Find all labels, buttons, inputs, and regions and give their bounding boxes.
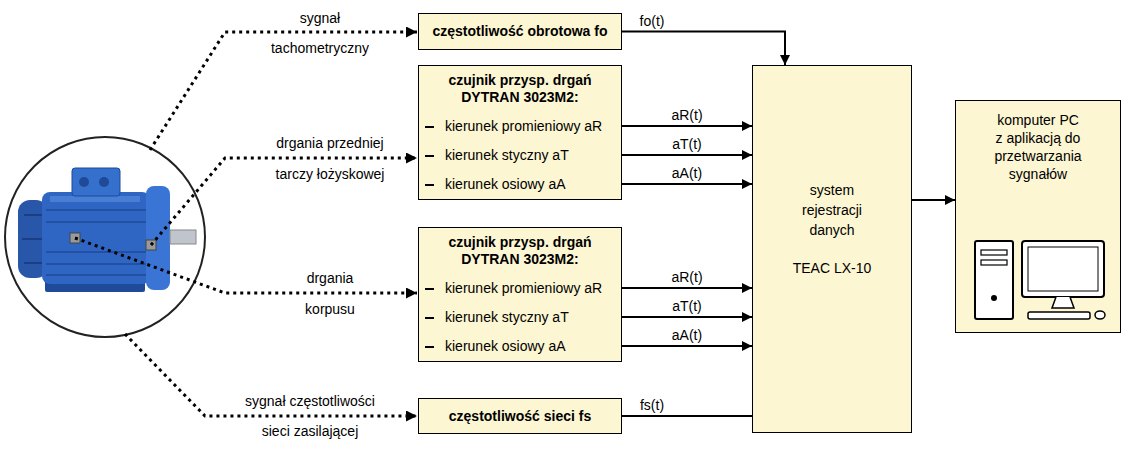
list-item: kierunek styczny aT <box>427 309 613 326</box>
dotted-leader <box>125 334 417 416</box>
signal-box: częstotliwość sieci fs <box>418 398 622 434</box>
signal-arrow <box>622 287 752 289</box>
list-dash <box>425 346 434 348</box>
signal-box: częstotliwość obrotowa fo <box>418 13 622 50</box>
cooling-fin <box>46 251 146 253</box>
signal-caption: korpusu <box>303 301 357 317</box>
signal-caption: sygnał częstotliwości <box>243 393 377 409</box>
computer-icon <box>970 236 1110 326</box>
list-item: kierunek osiowy aA <box>427 338 613 355</box>
signal-caption: drgania <box>305 270 356 286</box>
box-text: TEAC LX-10 <box>793 258 872 278</box>
power-button <box>991 295 997 301</box>
measurement-leaders <box>75 32 417 416</box>
monitor <box>1022 241 1104 297</box>
signal-name: aT(t) <box>670 298 704 314</box>
signal-name: aA(t) <box>670 165 704 181</box>
list-item: kierunek styczny aT <box>427 147 613 164</box>
recorder-box: system rejestracji danychTEAC LX-10 <box>752 65 912 433</box>
motor-frame-circle <box>5 137 205 337</box>
signal-caption: drgania przedniej <box>274 135 385 151</box>
signal-arrow <box>622 345 752 347</box>
keyboard <box>1028 312 1090 319</box>
fan-rib <box>24 262 44 264</box>
axis-text: kierunek promieniowy aR <box>445 118 602 134</box>
motor-shaft <box>170 230 196 244</box>
terminal-box <box>72 168 120 196</box>
dotted-leader <box>151 158 417 245</box>
signal-arrow <box>622 125 752 127</box>
axis-text: kierunek osiowy aA <box>445 338 566 354</box>
mouse <box>1095 311 1105 319</box>
axis-text: kierunek promieniowy aR <box>445 280 602 296</box>
axis-text: kierunek osiowy aA <box>445 176 566 192</box>
sensor-box: czujnik przysp. drgań DYTRAN 3023M2: kier… <box>418 65 622 200</box>
list-dash <box>425 126 434 128</box>
list-dash <box>425 184 434 186</box>
dotted-leader <box>75 238 417 293</box>
box-title: system rejestracji danych <box>785 180 880 240</box>
signal-arrow <box>622 316 752 318</box>
signal-arrow <box>622 32 785 66</box>
list-dash <box>425 317 434 319</box>
box-title: częstotliwość obrotowa fo <box>432 23 607 40</box>
list-item: kierunek promieniowy aR <box>427 118 613 135</box>
sensor-box: czujnik przysp. drgań DYTRAN 3023M2: kier… <box>418 227 622 362</box>
signal-arrow <box>912 199 955 201</box>
signal-name: fo(t) <box>638 13 667 29</box>
list-item: kierunek osiowy aA <box>427 176 613 193</box>
cable-gland <box>79 177 89 187</box>
signal-name: aT(t) <box>670 136 704 152</box>
box-title: częstotliwość sieci fs <box>449 408 591 425</box>
cooling-fin <box>46 221 146 223</box>
motor-body <box>42 192 150 284</box>
signal-arrow <box>622 183 752 185</box>
box-title: czujnik przysp. drgań DYTRAN 3023M2: <box>427 72 613 106</box>
axis-text: kierunek styczny aT <box>445 147 569 163</box>
axis-text: kierunek styczny aT <box>445 309 569 325</box>
signal-caption: sygnał <box>298 10 342 26</box>
computer-box: komputer PC z aplikacją do przetwarzania… <box>955 100 1121 333</box>
fan-rib <box>24 214 44 216</box>
monitor-stand <box>1052 297 1074 308</box>
cooling-fin <box>46 274 146 276</box>
signal-name: aR(t) <box>669 107 704 123</box>
drive-slot <box>981 250 1007 255</box>
list-dash <box>425 288 434 290</box>
body-highlight <box>50 196 140 202</box>
signal-arrow <box>622 154 752 156</box>
dotted-leader <box>150 32 417 150</box>
cooling-fin <box>46 263 146 265</box>
box-title: komputer PC z aplikacją do przetwarzania… <box>993 111 1083 183</box>
signal-caption: tachometryczny <box>269 40 371 56</box>
signal-caption: tarczy łożyskowej <box>274 166 387 182</box>
signal-name: aA(t) <box>670 327 704 343</box>
signal-name: aR(t) <box>669 269 704 285</box>
cooling-fin <box>46 209 146 211</box>
drive-slot <box>981 260 1007 265</box>
pc-tower <box>975 241 1013 319</box>
signal-name: fs(t) <box>638 397 666 413</box>
cable-gland <box>99 177 109 187</box>
monitor-screen <box>1028 247 1098 291</box>
signal-caption: sieci zasilającej <box>260 423 360 439</box>
box-title: czujnik przysp. drgań DYTRAN 3023M2: <box>427 234 613 268</box>
list-item: kierunek promieniowy aR <box>427 280 613 297</box>
list-dash <box>425 155 434 157</box>
